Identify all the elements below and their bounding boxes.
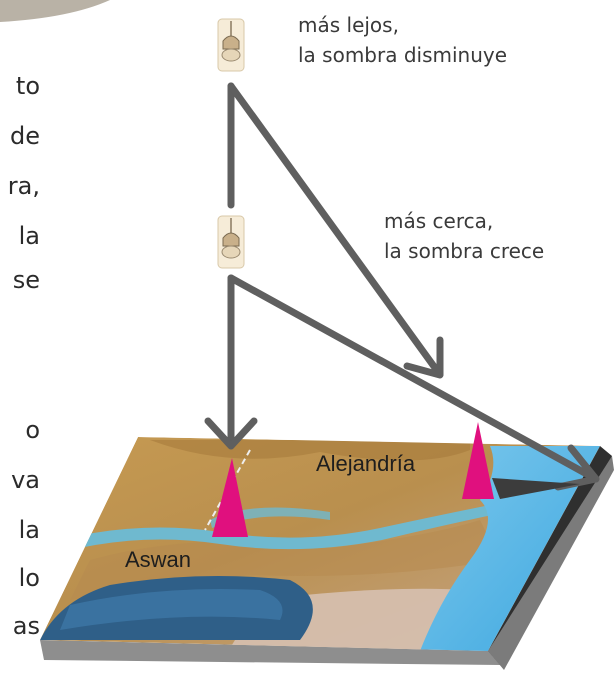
body-text-fragment: se [12,266,40,294]
annotation-far-line1: más lejos, [298,13,399,37]
annotation-near-line2: la sombra crece [384,239,545,263]
annotation-far-line2: la sombra disminuye [298,43,508,67]
arrowhead-far [403,336,444,379]
ray-near-oblique [227,274,598,482]
body-text-fragment: lo [18,564,40,592]
obelisk-shadow [492,478,580,499]
map-surface [40,437,600,651]
annotation-near-line1: más cerca, [384,209,494,233]
body-text-fragment: de [10,122,40,150]
ray-far-oblique [227,82,442,376]
body-text-fragment: ra, [7,172,40,200]
sun-lamp-icon-far [217,18,245,72]
obelisk-aswan [212,458,248,537]
annotation-far: más lejos, la sombra disminuye [298,10,507,70]
body-text-fragment: o [25,416,40,444]
body-text-fragment: la [18,516,40,544]
arrowhead-aswan [204,417,258,450]
sun-lamp-icon-near [217,215,245,269]
body-text-fragment: as [12,612,40,640]
map-slab [40,446,614,670]
body-text-fragment: va [11,466,40,494]
page-curl [0,0,110,22]
map-label-alejandria: Alejandría [316,451,416,476]
body-text-fragment: la [18,222,40,250]
body-text-fragment: to [15,72,40,100]
annotation-near: más cerca, la sombra crece [384,206,544,266]
obelisk-alejandria [462,422,494,499]
map-label-aswan: Aswan [125,547,192,572]
sun-ray-arrows [204,82,600,491]
